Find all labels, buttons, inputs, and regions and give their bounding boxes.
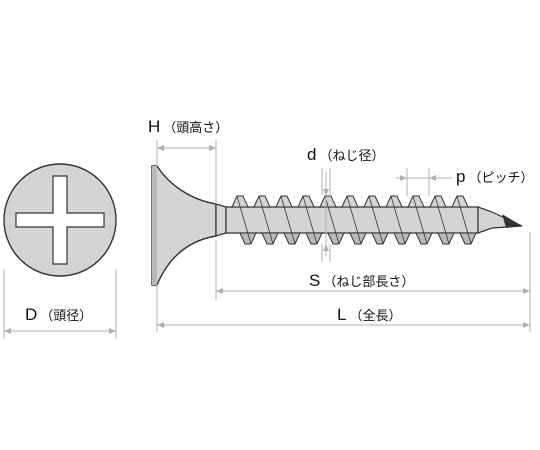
thread-helix-line — [368, 195, 384, 245]
dim-h-arrow-end — [209, 145, 216, 151]
dim-l-arrow-end — [523, 322, 530, 328]
dim-p-arrow-right — [429, 175, 436, 181]
drill-point — [477, 206, 523, 234]
label-head-diameter: D （頭径） — [25, 306, 92, 323]
label-pitch: p （ピッチ） — [456, 168, 533, 185]
label-thread-length: S （ねじ部長さ） — [309, 272, 414, 289]
thread-crests — [231, 195, 477, 245]
label-description: （ピッチ） — [468, 171, 534, 186]
label-description: （ねじ径） — [319, 149, 385, 164]
screw-side-view — [151, 165, 523, 286]
label-symbol: D — [25, 305, 38, 324]
label-total-length: L （全長） — [337, 306, 401, 323]
thread-crest-top — [363, 195, 381, 208]
thread-helix-line — [456, 195, 472, 245]
label-symbol: H — [148, 117, 161, 136]
thread-crest-top — [231, 195, 249, 208]
thread-helix-line — [412, 195, 428, 245]
thread-crest-top — [385, 195, 403, 208]
dim-d-arrow-bottom — [323, 244, 329, 251]
screw-head-shade — [152, 166, 157, 285]
head-top-view — [3, 163, 117, 277]
thread-helix-line — [236, 195, 252, 245]
thread-crest-top — [297, 195, 315, 208]
thread-crest-top — [451, 195, 469, 208]
thread-crest-top — [407, 195, 425, 208]
label-description: （ねじ部長さ） — [323, 275, 415, 290]
thread-shank — [225, 206, 479, 234]
screw-neck — [215, 203, 227, 237]
label-description: （全長） — [349, 309, 402, 324]
label-symbol: L — [337, 305, 347, 324]
thread-helix-line — [390, 195, 406, 245]
dim-dd-arrow-end — [109, 328, 116, 334]
thread-crest-top — [319, 195, 337, 208]
label-symbol: d — [307, 145, 317, 164]
dim-s-arrow-end — [523, 288, 530, 294]
dim-h-arrow-start — [157, 145, 164, 151]
thread-helix-line — [324, 195, 340, 245]
thread-helix-line — [434, 195, 450, 245]
label-description: （頭径） — [40, 309, 93, 324]
label-symbol: S — [309, 271, 321, 290]
dim-l-arrow-start — [157, 322, 164, 328]
thread-crest-top — [341, 195, 359, 208]
thread-helix-line — [258, 195, 274, 245]
thread-crest-top — [275, 195, 293, 208]
phillips-recess-icon — [15, 175, 105, 265]
dimension-lines — [3, 140, 531, 338]
dim-s-arrow-start — [216, 288, 223, 294]
label-symbol: p — [456, 167, 466, 186]
label-description: （頭高さ） — [163, 121, 229, 136]
thread-crest-top — [253, 195, 271, 208]
dim-dd-arrow-start — [4, 328, 11, 334]
thread-helix-line — [302, 195, 318, 245]
label-head-height: H （頭高さ） — [148, 118, 228, 135]
screw-head — [151, 165, 217, 286]
thread-crest-top — [429, 195, 447, 208]
label-thread-diameter: d （ねじ径） — [307, 146, 384, 163]
dim-p-arrow-left — [400, 175, 407, 181]
thread-helix-line — [280, 195, 296, 245]
dim-d-arrow-top — [323, 189, 329, 196]
thread-helix-line — [346, 195, 362, 245]
point-tip-cut — [502, 214, 522, 228]
